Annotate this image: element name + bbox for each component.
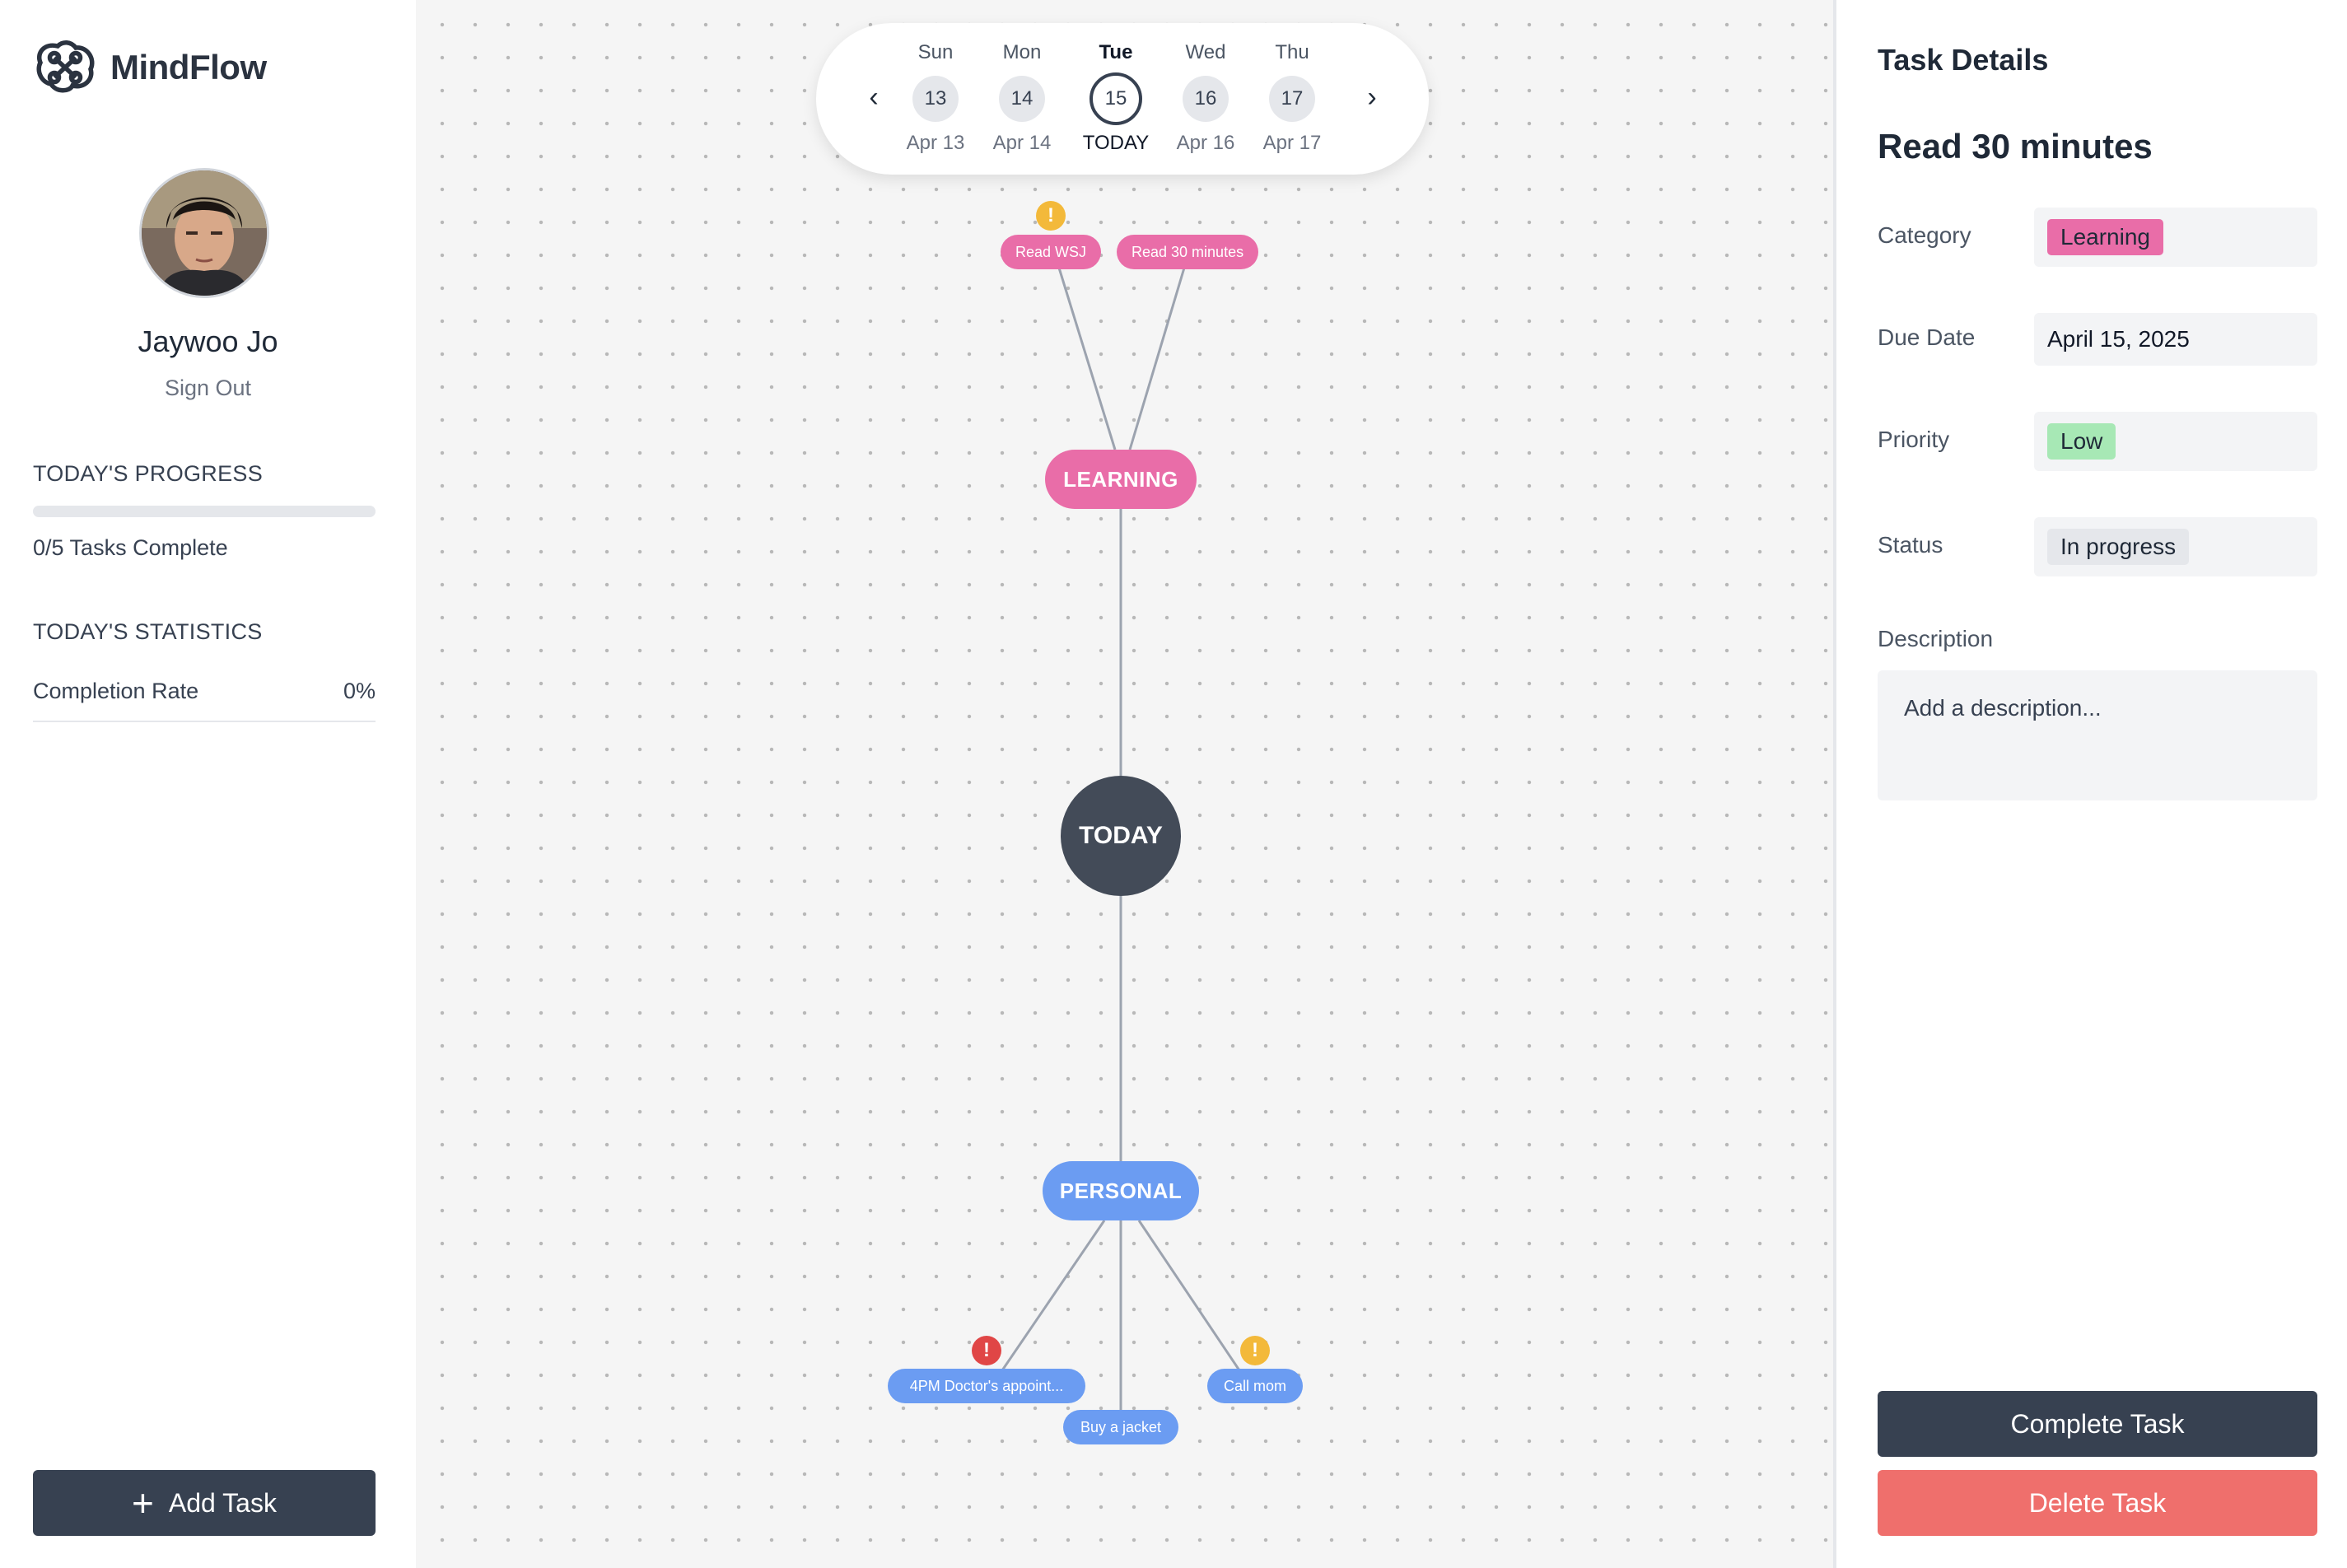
priority-label: Priority	[1878, 427, 1950, 452]
day-date: Apr 14	[992, 132, 1052, 154]
day-date: TODAY	[1082, 132, 1150, 154]
progress-text: 0/5 Tasks Complete	[33, 535, 228, 560]
sidebar: MindFlow Jaywoo Jo Sign Out TODAY'S PROG…	[0, 0, 416, 1568]
task-node-doctor-appointment[interactable]: 4PM Doctor's appoint...	[888, 1369, 1085, 1403]
warning-alert-icon: !	[1240, 1336, 1270, 1365]
date-mon-14[interactable]: Mon 14 Apr 14	[981, 41, 1063, 155]
date-selector: ‹ Sun 13 Apr 13 Mon 14 Apr 14 Tue 15 TOD…	[816, 23, 1429, 175]
status-chip: In progress	[2047, 529, 2190, 565]
progress-bar	[33, 506, 376, 517]
day-date: Apr 17	[1262, 132, 1322, 154]
status-label: Status	[1878, 532, 1943, 558]
delete-task-button[interactable]: Delete Task	[1878, 1470, 2317, 1536]
status-field[interactable]: In progress	[2034, 517, 2317, 576]
brand[interactable]: MindFlow	[33, 40, 267, 96]
chevron-right-icon[interactable]: ›	[1367, 82, 1377, 113]
date-thu-17[interactable]: Thu 17 Apr 17	[1251, 41, 1333, 155]
statistics-heading: TODAY'S STATISTICS	[33, 619, 263, 644]
day-date: Apr 16	[1176, 132, 1235, 154]
category-node-personal[interactable]: PERSONAL	[1043, 1161, 1199, 1220]
today-center-node[interactable]: TODAY	[1061, 776, 1181, 896]
day-of-week: Mon	[1002, 41, 1042, 63]
day-number: 13	[912, 76, 959, 122]
category-label: Category	[1878, 222, 1971, 248]
complete-task-button[interactable]: Complete Task	[1878, 1391, 2317, 1457]
task-node-read-wsj[interactable]: Read WSJ	[1001, 235, 1102, 269]
category-node-learning[interactable]: LEARNING	[1045, 450, 1197, 509]
panel-title: Task Details	[1878, 43, 2049, 77]
due-date-value: April 15, 2025	[2047, 326, 2190, 352]
date-sun-13[interactable]: Sun 13 Apr 13	[894, 41, 977, 155]
avatar-photo	[142, 170, 267, 296]
avatar[interactable]	[139, 168, 269, 298]
day-number: 15	[1090, 72, 1142, 125]
day-of-week: Tue	[1099, 41, 1133, 63]
description-label: Description	[1878, 626, 1994, 651]
connector-personal-doctor	[1001, 1220, 1106, 1371]
sign-out-link[interactable]: Sign Out	[164, 376, 252, 400]
day-number: 14	[999, 76, 1045, 122]
connector-personal-call-mom	[1137, 1220, 1241, 1371]
task-node-read-30-minutes[interactable]: Read 30 minutes	[1117, 235, 1259, 269]
completion-rate-row: Completion Rate 0%	[33, 679, 376, 722]
day-of-week: Thu	[1275, 41, 1309, 63]
mindmap-canvas[interactable]: ‹ Sun 13 Apr 13 Mon 14 Apr 14 Tue 15 TOD…	[416, 0, 1833, 1568]
task-node-buy-a-jacket[interactable]: Buy a jacket	[1063, 1410, 1178, 1444]
date-wed-16[interactable]: Wed 16 Apr 16	[1164, 41, 1247, 155]
category-field[interactable]: Learning	[2034, 208, 2317, 267]
add-task-label: Add Task	[168, 1487, 277, 1518]
day-of-week: Wed	[1185, 41, 1226, 63]
completion-rate-label: Completion Rate	[33, 679, 199, 703]
mindflow-logo-icon	[36, 40, 95, 93]
urgent-alert-icon: !	[972, 1336, 1001, 1365]
task-details-panel: Task Details Read 30 minutes Category Le…	[1833, 0, 2347, 1568]
progress-heading: TODAY'S PROGRESS	[33, 461, 264, 486]
day-number: 17	[1269, 76, 1315, 122]
add-task-button[interactable]: + Add Task	[33, 1470, 376, 1536]
connector-learning-read-30	[1128, 264, 1187, 450]
priority-chip: Low	[2047, 423, 2116, 460]
user-name: Jaywoo Jo	[138, 324, 278, 358]
warning-alert-icon: !	[1036, 201, 1066, 231]
description-input[interactable]	[1878, 670, 2317, 800]
day-of-week: Sun	[917, 41, 954, 63]
due-date-field[interactable]: April 15, 2025	[2034, 313, 2317, 366]
app-name: MindFlow	[110, 48, 267, 86]
completion-rate-value: 0%	[343, 679, 376, 703]
task-title: Read 30 minutes	[1878, 127, 2153, 166]
connector-learning-read-wsj	[1057, 264, 1117, 450]
date-tue-15-today[interactable]: Tue 15 TODAY	[1075, 41, 1157, 155]
category-chip: Learning	[2047, 219, 2163, 255]
due-date-label: Due Date	[1878, 324, 1976, 350]
plus-icon: +	[132, 1482, 154, 1524]
day-date: Apr 13	[906, 132, 965, 154]
day-number: 16	[1183, 76, 1229, 122]
chevron-left-icon[interactable]: ‹	[869, 82, 879, 113]
task-node-call-mom[interactable]: Call mom	[1207, 1369, 1303, 1403]
mindmap-connectors	[1001, 264, 1241, 1410]
priority-field[interactable]: Low	[2034, 412, 2317, 471]
